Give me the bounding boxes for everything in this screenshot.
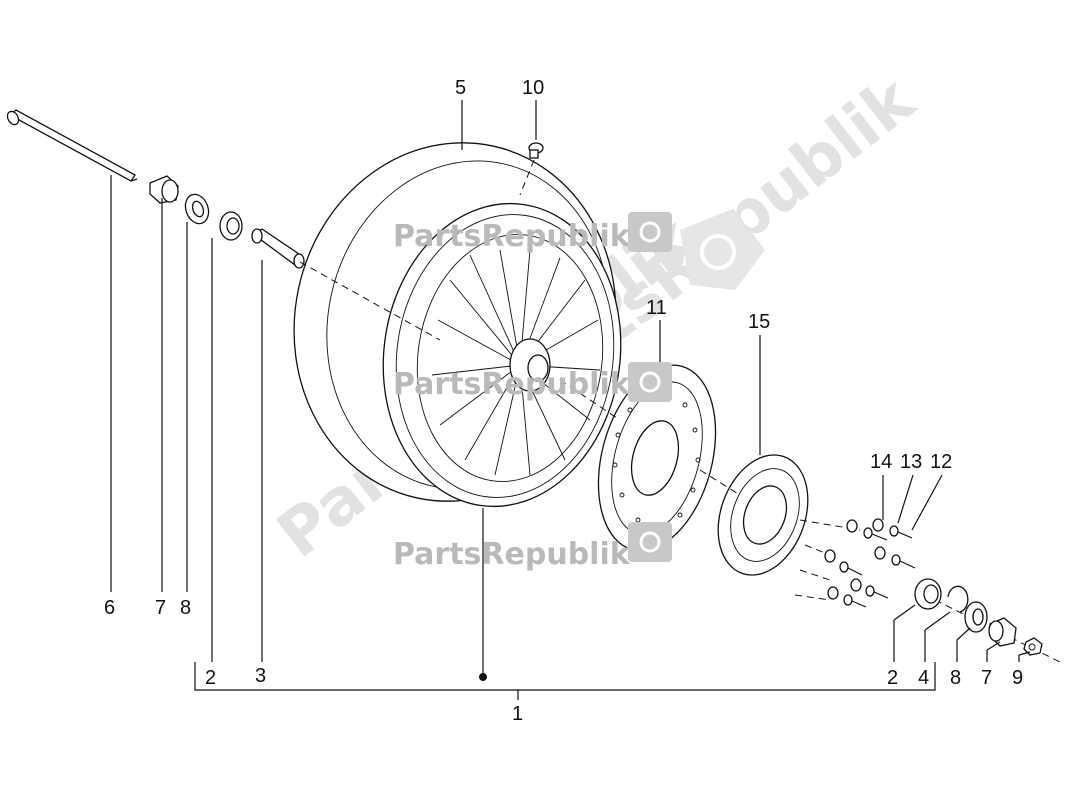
axle-part [6, 109, 138, 182]
bearing-left-part [219, 211, 243, 241]
washer-left-part [184, 193, 210, 225]
watermark-top: PartsRepublik [393, 219, 631, 254]
callout-4: 4 [918, 667, 929, 689]
gear-logo-icon [628, 362, 672, 402]
circlip-part [947, 585, 969, 613]
spacer-tube-part [251, 228, 305, 269]
callout-11: 11 [646, 297, 667, 319]
leader-lines [110, 100, 1031, 700]
sensor-ring-part [717, 454, 809, 576]
large-gear-logo-icon [680, 210, 765, 290]
callout-numbers: 5 10 11 15 14 13 12 6 7 8 2 3 2 4 8 7 9 … [104, 77, 1023, 725]
callout-1: 1 [512, 703, 523, 725]
callout-8-left: 8 [180, 597, 191, 619]
callout-15: 15 [748, 311, 770, 333]
rim-part [382, 202, 622, 508]
callout-14: 14 [870, 451, 892, 473]
gear-logo-icon [628, 522, 672, 562]
callout-12: 12 [930, 451, 952, 473]
washer-right-part [964, 601, 988, 633]
bearing-right-part [914, 578, 942, 610]
callout-13: 13 [900, 451, 922, 473]
brake-disc-part [597, 364, 717, 552]
nut-part [1023, 637, 1043, 656]
callout-10: 10 [522, 77, 544, 99]
watermark-middle: PartsRepublik [393, 367, 631, 402]
gear-logo-icon [628, 212, 672, 252]
callout-5: 5 [455, 77, 466, 99]
callout-3: 3 [255, 665, 266, 687]
callout-9: 9 [1012, 667, 1023, 689]
valve-part [519, 142, 544, 196]
watermark-bottom: PartsRepublik [393, 537, 631, 572]
callout-7-left: 7 [155, 597, 166, 619]
spacer-right-part [988, 617, 1017, 647]
callout-6: 6 [104, 597, 115, 619]
watermark-group: PartsRepublik PartsRepublik PartsRepubli… [393, 210, 765, 572]
callout-7-right: 7 [981, 667, 992, 689]
callout-2-right: 2 [887, 667, 898, 689]
callout-2-left: 2 [205, 667, 216, 689]
bolts-group [824, 518, 916, 608]
callout-8-right: 8 [950, 667, 961, 689]
spacer-left-part [149, 175, 179, 204]
